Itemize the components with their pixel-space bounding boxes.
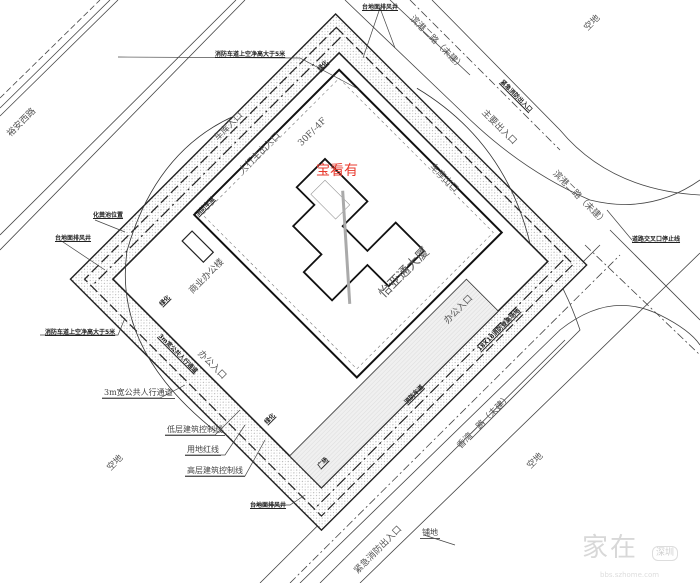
callout-clearance-top: 消防车道上空净高大于5米 <box>215 51 286 58</box>
callout-walkway: 3m宽公共人行通道 <box>102 388 175 399</box>
site-group <box>69 12 588 532</box>
overlay-watermark-text: 宝看有 <box>316 163 358 179</box>
callout-vent-top: 台地面排风井 <box>362 4 399 11</box>
callout-high-rise-line: 高层建筑控制线 <box>185 466 245 477</box>
watermark-url: bbs.szhome.com <box>600 571 660 579</box>
callout-stop-line: 道路交叉口停止线 <box>632 236 681 243</box>
callout-paving: 铺地 <box>420 528 440 539</box>
fire-platform <box>289 278 499 489</box>
road-yuan-west <box>0 0 246 251</box>
watermark-logo: 家在 <box>582 533 639 563</box>
callout-clearance-left: 消防车道上空净高大于5米 <box>45 329 116 336</box>
stair <box>181 230 215 264</box>
callout-vent-left: 台地面排风井 <box>55 235 92 242</box>
core-outline <box>291 157 426 302</box>
callout-red-line: 用地红线 <box>185 445 221 456</box>
callout-low-rise-line: 低层建筑控制线 <box>165 425 225 436</box>
callout-vent-bottom: 台地面排风井 <box>250 502 287 509</box>
watermark-badge: 深圳 <box>652 546 679 561</box>
callout-septic: 化粪池位置 <box>93 212 124 219</box>
